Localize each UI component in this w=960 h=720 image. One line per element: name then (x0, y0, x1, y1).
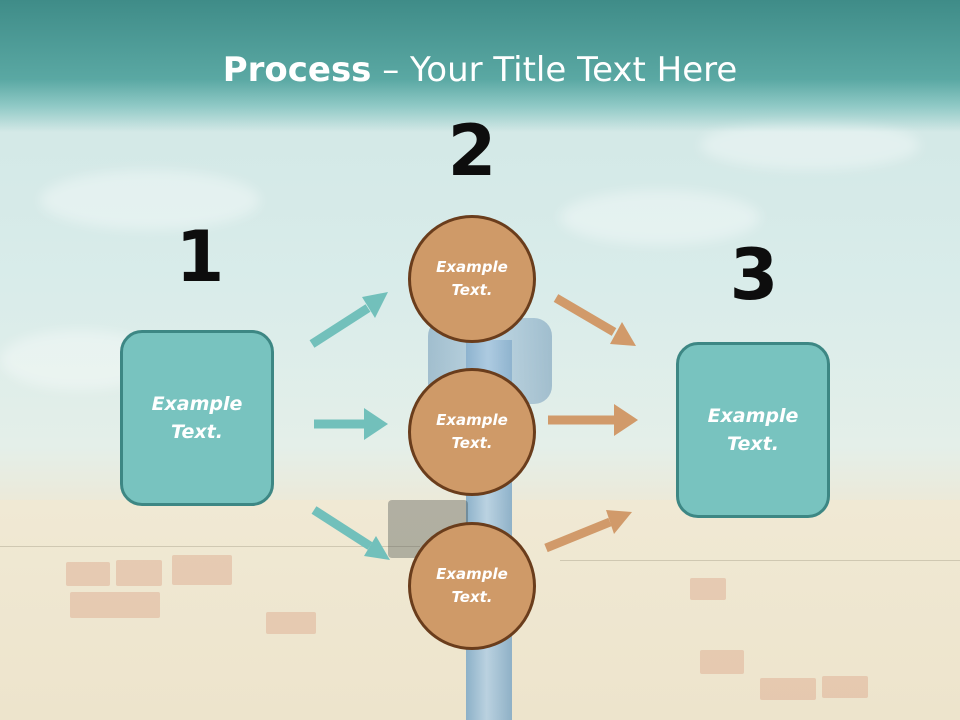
step-number-2: 2 (447, 110, 497, 192)
title-rest: – Your Title Text Here (371, 50, 738, 90)
cloud (40, 170, 260, 230)
circle-top-line1: Example (436, 257, 508, 276)
orange-arrow-down (553, 294, 636, 346)
circle-middle-line1: Example (436, 410, 508, 429)
orange-arrow-right (548, 404, 638, 436)
wall-brick (70, 592, 160, 618)
wall-brick (266, 612, 316, 634)
wall-brick (66, 562, 110, 586)
wall-crack (560, 560, 960, 561)
title-bold: Process (222, 50, 372, 90)
circle-top-line2: Text. (451, 281, 493, 299)
wall-brick (172, 555, 232, 585)
header-band (0, 0, 960, 132)
step-3-label-line2: Text. (727, 433, 779, 455)
wall-brick (822, 676, 868, 698)
orange-arrow-up (544, 510, 632, 553)
wall-brick (690, 578, 726, 600)
step-3-label-line1: Example (707, 404, 799, 427)
wall-brick (700, 650, 744, 674)
step-1-label-line1: Example (151, 392, 243, 415)
circle-bottom-line2: Text. (451, 588, 493, 606)
wall-brick (760, 678, 816, 700)
teal-arrow-right (314, 408, 388, 440)
step-number-1: 1 (175, 216, 225, 298)
slide-title: Process – Your Title Text Here (0, 50, 960, 90)
step-1-label-line2: Text. (171, 421, 223, 443)
step-number-3: 3 (729, 234, 779, 316)
circle-bottom-line1: Example (436, 564, 508, 583)
wall-crack (0, 546, 420, 547)
teal-arrow-up (309, 292, 388, 348)
circle-middle-line2: Text. (451, 434, 493, 452)
cloud (560, 190, 760, 245)
teal-arrow-down (311, 506, 390, 560)
wall-brick (116, 560, 162, 586)
